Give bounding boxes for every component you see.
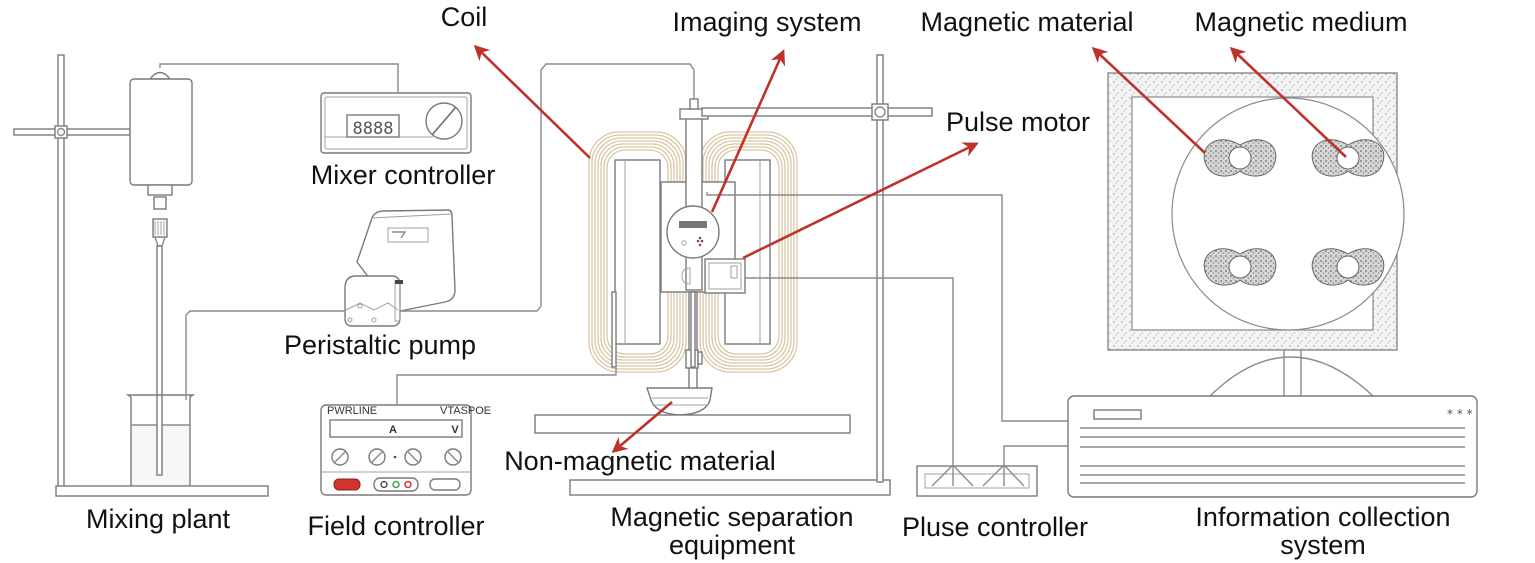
label-coil: Coil: [441, 2, 488, 32]
screen-circle: [1171, 97, 1405, 331]
label-imaging-system: Imaging system: [672, 7, 861, 37]
clamp-arm: [13, 125, 131, 139]
annotation-arrows: [473, 44, 1347, 454]
monitor-stand: [1209, 356, 1374, 397]
field-cable: [396, 368, 617, 405]
pump-tube-right: [400, 63, 695, 312]
indicator-black: [380, 480, 388, 489]
power-button: [333, 478, 361, 491]
label-peristaltic-pump: Peristaltic pump: [284, 330, 476, 360]
arrow-magnetic-material: [1091, 46, 1206, 154]
pulse-controller-cable: [1003, 445, 1068, 465]
pump-tube-left: [185, 310, 345, 400]
label-magnetic-separation-1: Magnetic separation: [610, 502, 853, 532]
label-pulse-motor: Pulse motor: [946, 107, 1090, 137]
svg-text:VTASPOE: VTASPOE: [440, 405, 491, 417]
pulse-controller: [916, 463, 1038, 497]
beaker: [125, 394, 196, 491]
label-magnetic-separation-2: equipment: [669, 530, 796, 560]
svg-text:* * *: * * *: [1447, 407, 1473, 421]
label-magnetic-material: Magnetic material: [920, 7, 1133, 37]
peristaltic-pump: [344, 209, 456, 327]
voltmeter-label: V: [451, 424, 459, 436]
label-field-controller: Field controller: [307, 511, 484, 541]
pulse-cable: [745, 277, 954, 465]
field-controller: PWRLINE VTASPOE A V: [320, 404, 491, 496]
right-stand: [701, 54, 933, 483]
label-mixing-plant: Mixing plant: [86, 504, 231, 534]
knob: [331, 448, 349, 466]
information-collection-system: * * *: [1067, 72, 1478, 498]
stand-base: [55, 485, 269, 497]
label-info-collection-1: Information collection: [1195, 502, 1450, 532]
mixer-controller: 8888: [320, 92, 472, 154]
mixer-motor: [129, 71, 193, 479]
computer-case: * * *: [1067, 395, 1478, 498]
label-info-collection-2: system: [1280, 530, 1366, 560]
coil-left: [588, 131, 687, 373]
collection-bowl: [646, 387, 713, 416]
knob: [368, 448, 386, 466]
stand-rod: [57, 54, 65, 491]
lower-platform: [569, 479, 891, 496]
coil-right: [699, 131, 798, 373]
monitor: [1107, 72, 1405, 397]
imaging-cable: [706, 192, 1068, 422]
label-magnetic-medium: Magnetic medium: [1194, 7, 1407, 37]
arrow-coil: [473, 44, 591, 159]
magnetic-separation-equipment: [534, 54, 933, 496]
imaging-device: [666, 205, 720, 259]
label-pulse-controller: Pluse controller: [902, 512, 1088, 542]
upper-platform: [534, 414, 851, 434]
arrow-magnetic-medium: [1229, 46, 1347, 158]
svg-text:PWRLINE: PWRLINE: [327, 405, 377, 417]
mixing-plant: [13, 54, 399, 497]
knob: [404, 448, 422, 466]
mixer-cable: [159, 63, 399, 93]
knob: [444, 448, 462, 466]
indicator-red: [404, 480, 412, 489]
particle-cluster: [1203, 139, 1277, 177]
particle-cluster: [1311, 139, 1385, 177]
arrow-imaging-system: [710, 49, 786, 213]
label-non-magnetic-material: Non-magnetic material: [504, 446, 776, 476]
particle-cluster: [1203, 248, 1277, 286]
arrow-pulse-motor: [742, 142, 979, 260]
indicator-green: [392, 480, 400, 489]
arrow-non-magnetic-material: [611, 401, 673, 454]
ammeter-label: A: [389, 424, 397, 436]
particle-cluster: [1311, 248, 1385, 286]
pulse-motor-unit: [681, 258, 746, 294]
label-mixer-controller: Mixer controller: [311, 160, 496, 190]
mixer-display: 8888: [353, 119, 394, 139]
